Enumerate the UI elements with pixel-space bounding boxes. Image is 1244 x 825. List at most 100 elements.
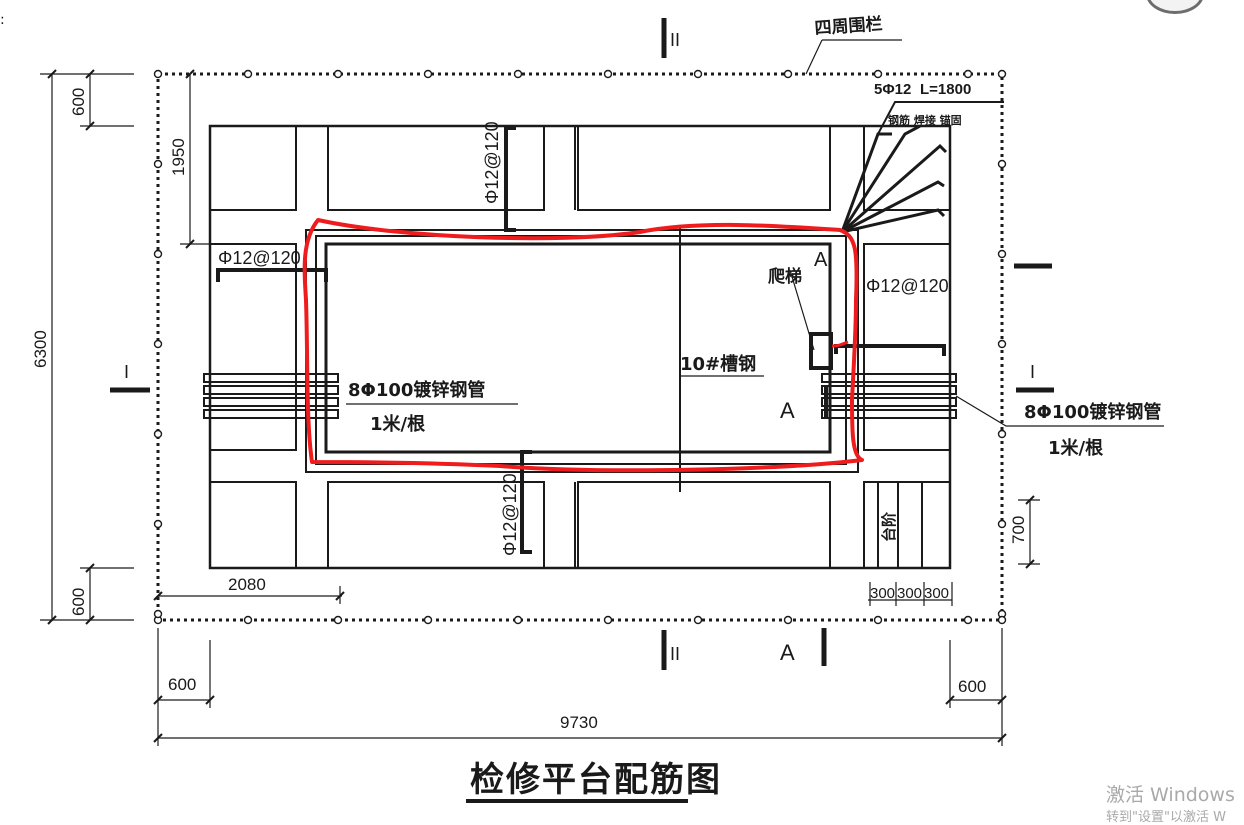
dimension-tick bbox=[153, 695, 163, 705]
fence-post bbox=[783, 69, 793, 79]
rebar-spacing-bottom: Φ12@120 bbox=[500, 473, 520, 556]
fence-post bbox=[333, 615, 343, 625]
fence-post bbox=[693, 615, 703, 625]
dimension-tick bbox=[153, 733, 163, 743]
fence-post bbox=[603, 615, 613, 625]
rebar-hook-left bbox=[216, 268, 328, 282]
fence-post bbox=[243, 69, 253, 79]
rebar-hook-right bbox=[834, 344, 946, 356]
dim-step-width-2: 300 bbox=[897, 585, 922, 602]
fence-post bbox=[997, 69, 1007, 79]
perimeter-fence bbox=[153, 69, 1007, 625]
pipe-leader-right bbox=[955, 395, 1164, 427]
dim-left-600: 600 bbox=[168, 675, 196, 694]
pipes-right bbox=[821, 373, 957, 419]
fence-post bbox=[243, 615, 253, 625]
steps-label: 台阶 bbox=[880, 511, 898, 542]
section-i-left: I bbox=[124, 362, 129, 382]
fence-post bbox=[997, 429, 1007, 439]
section-i-right: I bbox=[1030, 362, 1035, 382]
pipes-left bbox=[203, 373, 339, 419]
dim-left-span: 2080 bbox=[228, 575, 266, 594]
fence-post bbox=[963, 69, 973, 79]
fence-post bbox=[333, 69, 343, 79]
ladder-block bbox=[809, 332, 833, 370]
ladder-label: 爬梯 bbox=[768, 266, 802, 287]
channel-label: 10#槽钢 bbox=[680, 353, 756, 375]
dimension-tick bbox=[1025, 495, 1035, 505]
dimension-tick bbox=[335, 591, 345, 601]
fence-post bbox=[603, 69, 613, 79]
dimension-tick bbox=[205, 695, 215, 705]
dim-right-600: 600 bbox=[958, 677, 986, 696]
fence-post bbox=[153, 159, 163, 169]
rebar-spacing-right: Φ12@120 bbox=[866, 276, 949, 296]
section-a-inner: A bbox=[780, 398, 795, 423]
dimension-tick bbox=[997, 733, 1007, 743]
activation-watermark: 激活 Windows bbox=[1106, 784, 1235, 806]
dim-bottom-600: 600 bbox=[69, 588, 88, 616]
fence-post bbox=[423, 615, 433, 625]
pipe-label-left: 8Φ100镀锌钢管 bbox=[348, 379, 485, 401]
activation-watermark-sub: 转到"设置"以激活 W bbox=[1106, 810, 1226, 825]
fence-post bbox=[873, 615, 883, 625]
fence-post bbox=[997, 615, 1007, 625]
dimension-tick bbox=[185, 69, 195, 79]
dim-step-width-3: 300 bbox=[924, 585, 949, 602]
pipe-spacing-left: 1米/根 bbox=[370, 413, 425, 435]
rebar-hook-top bbox=[504, 126, 516, 232]
section-a-bottom: A bbox=[780, 640, 795, 665]
dimension-tick bbox=[85, 69, 95, 79]
fence-post bbox=[153, 249, 163, 259]
fence-leader bbox=[805, 39, 823, 75]
fence-post bbox=[423, 69, 433, 79]
fence-post bbox=[153, 519, 163, 529]
dimension-tick bbox=[85, 563, 95, 573]
dimension-tick bbox=[85, 615, 95, 625]
rebar-leader bbox=[877, 101, 1004, 135]
fence-post bbox=[153, 609, 163, 619]
section-a-upper: A bbox=[814, 249, 828, 271]
section-ii-bottom: II bbox=[670, 644, 680, 664]
dim-top-offset: 1950 bbox=[169, 138, 188, 176]
red-markup-outline bbox=[302, 218, 864, 473]
dimension-tick bbox=[1025, 559, 1035, 569]
section-marks bbox=[110, 18, 1054, 670]
labels: 四周围栏 5Φ12 L=1800 钢筋 焊接 锚固 Φ12@120 Φ12@12… bbox=[31, 13, 1161, 732]
fence-post bbox=[783, 615, 793, 625]
dimension-tick bbox=[47, 69, 57, 79]
pipe-label-right: 8Φ100镀锌钢管 bbox=[1024, 401, 1161, 423]
pipe-spacing-right: 1米/根 bbox=[1048, 437, 1103, 459]
fence-post bbox=[513, 69, 523, 79]
fence-label: 四周围栏 bbox=[814, 13, 883, 39]
rebar-fan bbox=[840, 124, 948, 234]
fence-post bbox=[513, 615, 523, 625]
dimension-tick bbox=[185, 239, 195, 249]
dim-top-600: 600 bbox=[69, 88, 88, 116]
dimension-tick bbox=[945, 695, 955, 705]
fence-post bbox=[997, 339, 1007, 349]
fence-post bbox=[997, 159, 1007, 169]
dim-step-width-1: 300 bbox=[870, 585, 895, 602]
dim-overall-height: 6300 bbox=[31, 330, 50, 368]
fence-post bbox=[153, 69, 163, 79]
fence-post bbox=[153, 339, 163, 349]
title-underline bbox=[466, 799, 688, 803]
rebar-spacing-left: Φ12@120 bbox=[218, 248, 301, 268]
rebar-fan-note: 钢筋 焊接 锚固 bbox=[888, 113, 962, 127]
rebar-spacing-top: Φ12@120 bbox=[482, 121, 502, 204]
dimension-tick bbox=[997, 695, 1007, 705]
rebar-hook-bottom bbox=[520, 450, 532, 554]
dimension-tick bbox=[47, 615, 57, 625]
bottom-panels bbox=[209, 481, 951, 569]
dim-overall-width: 9730 bbox=[560, 713, 598, 732]
fence-post bbox=[997, 249, 1007, 259]
corner-mark: : bbox=[0, 12, 5, 28]
dimension-tick bbox=[153, 591, 163, 601]
fence-post bbox=[153, 429, 163, 439]
dimension-tick bbox=[85, 121, 95, 131]
top-panels bbox=[209, 125, 951, 211]
fence-post bbox=[963, 615, 973, 625]
ladder-leader bbox=[789, 269, 815, 351]
